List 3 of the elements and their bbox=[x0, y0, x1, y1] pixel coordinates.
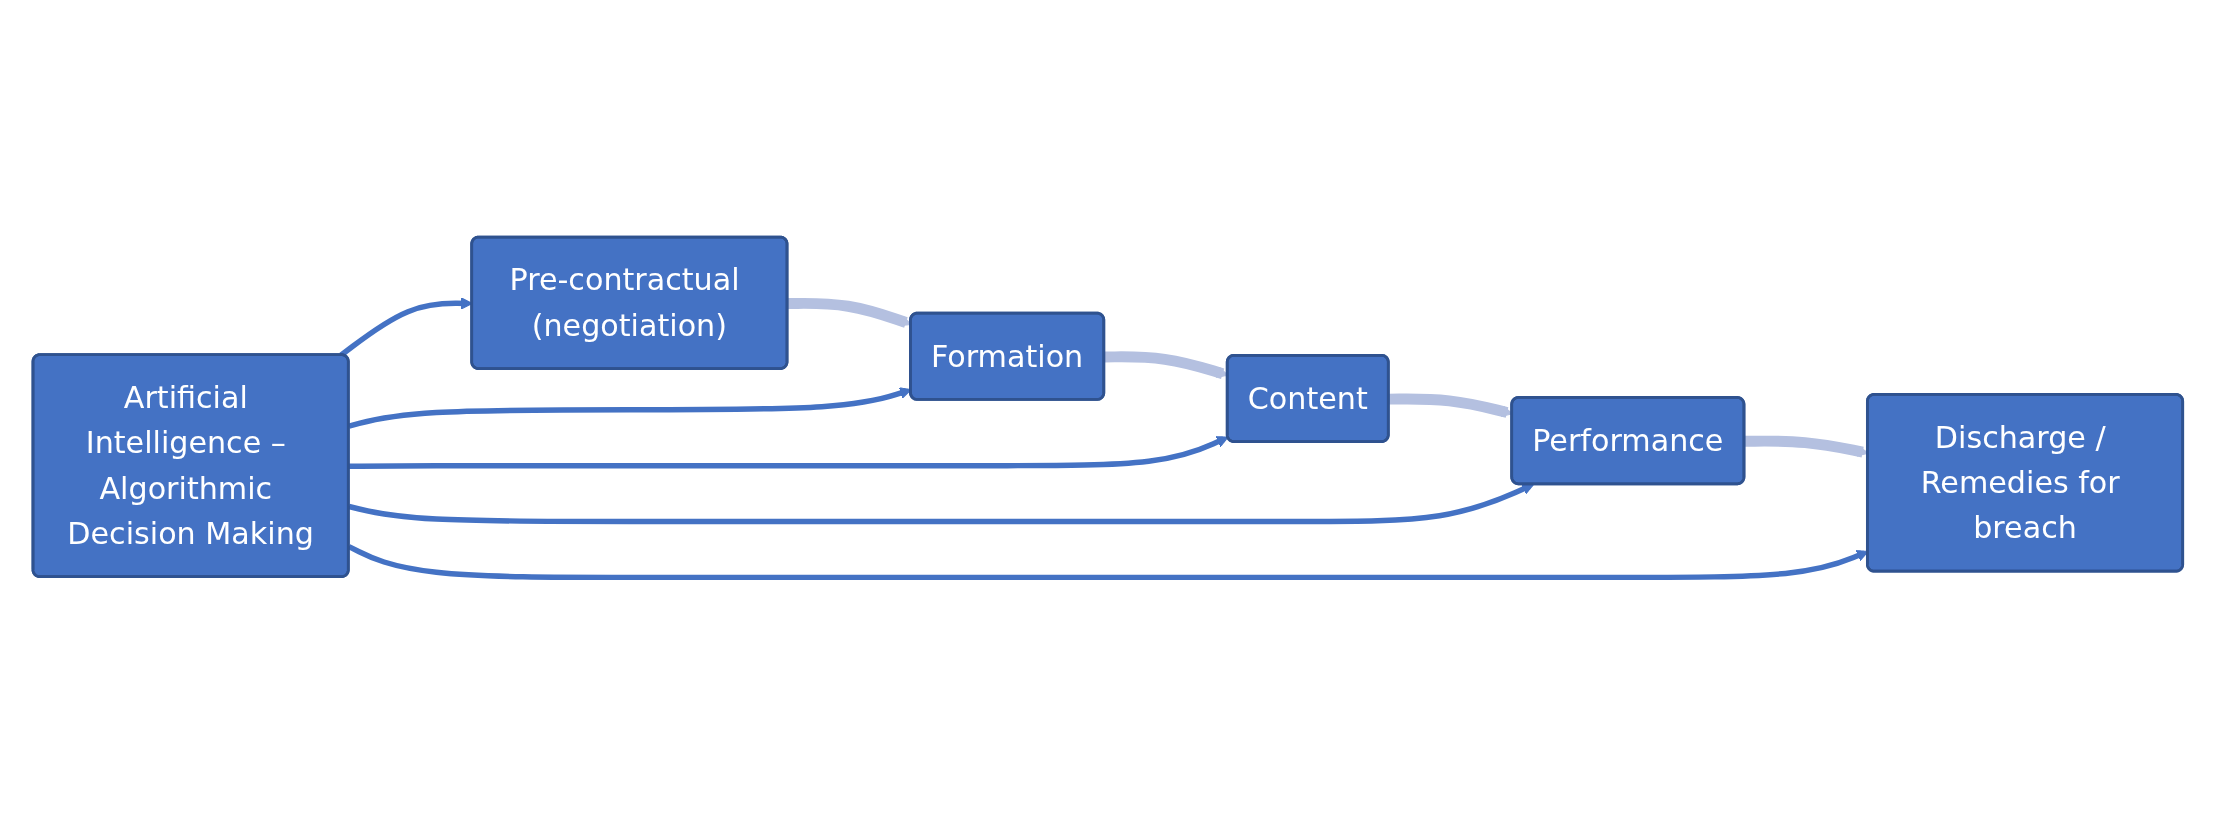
arrow bbox=[349, 436, 1229, 470]
arrow bbox=[348, 387, 912, 430]
arrow bbox=[348, 483, 1535, 525]
